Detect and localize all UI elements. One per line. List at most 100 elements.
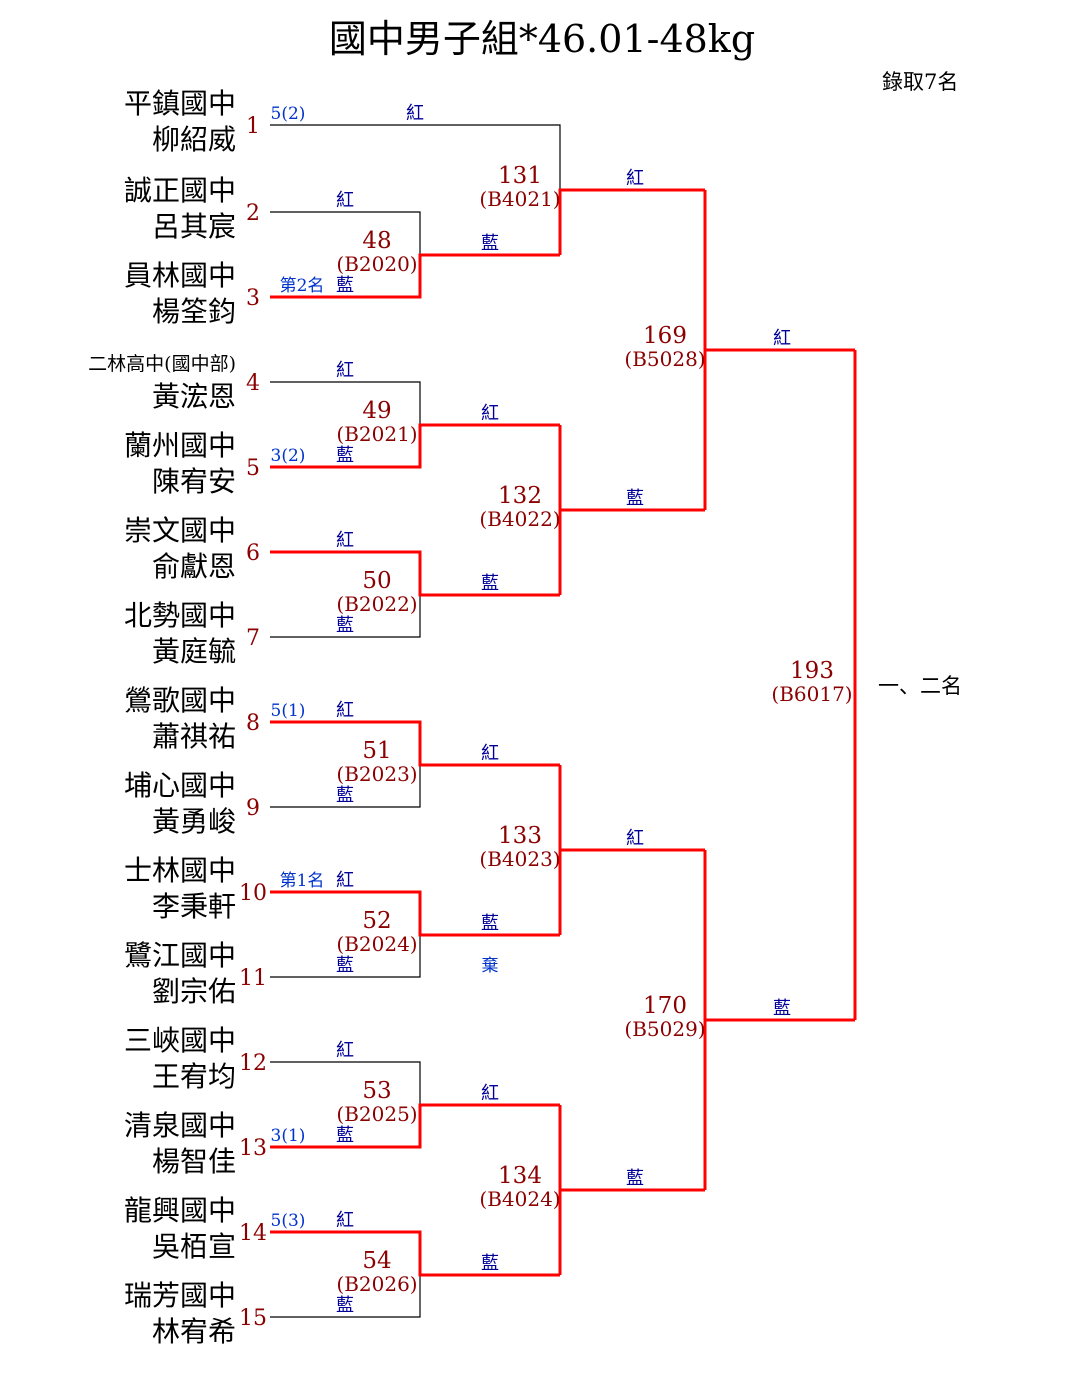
match-number: 49 <box>362 398 391 424</box>
loser-path-line <box>270 765 421 808</box>
competitor-seed: 6 <box>246 541 260 566</box>
competitor-8: 鶯歌國中 蕭祺祐 8 5(1) 紅 <box>124 684 354 753</box>
competitor-name: 柳紹威 <box>152 123 236 156</box>
competitor-4: 二林高中(國中部) 黃浤恩 4 紅 <box>88 353 354 413</box>
corner-label: 紅 <box>626 828 644 849</box>
match-code: (B4024) <box>479 1187 560 1211</box>
competitor-seed: 13 <box>239 1136 267 1161</box>
winner-path-line <box>558 188 705 255</box>
qualifier-note: 錄取7名 <box>882 70 958 94</box>
competitor-rank-annotation: 5(1) <box>271 701 306 721</box>
match-number: 48 <box>362 228 391 254</box>
corner-label: 藍 <box>336 1125 354 1146</box>
match-code: (B2025) <box>336 1102 417 1126</box>
competitor-school: 三峽國中 <box>124 1024 236 1057</box>
competitor-rank-annotation: 5(2) <box>271 104 306 124</box>
corner-label: 藍 <box>481 913 499 934</box>
match-132: 132 (B4022) 藍 <box>479 425 705 595</box>
loser-path-line <box>270 124 561 190</box>
corner-label: 紅 <box>336 530 354 551</box>
corner-label: 藍 <box>481 573 499 594</box>
match-code: (B2023) <box>336 762 417 786</box>
match-number: 169 <box>643 323 687 349</box>
corner-label: 紅 <box>481 743 499 764</box>
corner-label: 紅 <box>406 103 424 124</box>
competitor-6: 崇文國中 俞獻恩 6 紅 <box>124 514 354 583</box>
match-code: (B4022) <box>479 507 560 531</box>
corner-label: 紅 <box>626 168 644 189</box>
corner-label: 紅 <box>481 403 499 424</box>
winner-path-line <box>270 550 560 597</box>
winner-path-line <box>270 720 560 767</box>
winner-path-line <box>558 425 705 595</box>
corner-label: 藍 <box>336 1295 354 1316</box>
match-number: 50 <box>362 568 391 594</box>
competitor-3: 員林國中 楊筌鈞 3 第2名 藍 <box>124 259 354 328</box>
match-193: 193 (B6017) 一、二名 <box>771 350 962 1020</box>
competitor-9: 埔心國中 黃勇峻 9 藍 <box>124 769 354 838</box>
match-number: 54 <box>362 1248 391 1274</box>
match-code: (B2024) <box>336 932 417 956</box>
corner-label: 紅 <box>481 1083 499 1104</box>
match-code: (B2022) <box>336 592 417 616</box>
competitor-12: 三峽國中 王宥均 12 紅 <box>124 1024 354 1093</box>
competitor-name: 劉宗佑 <box>152 975 236 1008</box>
competitor-school: 平鎮國中 <box>124 87 236 120</box>
match-code: (B4021) <box>479 187 560 211</box>
corner-label: 藍 <box>773 998 791 1019</box>
loser-path-line <box>270 1061 421 1105</box>
competitor-2: 誠正國中 呂其宸 2 紅 <box>124 174 354 243</box>
match-131: 131 (B4021) 紅 <box>270 124 705 255</box>
competitor-name: 蕭祺祐 <box>152 720 236 753</box>
competitor-school: 二林高中(國中部) <box>88 353 236 375</box>
competitor-name: 俞獻恩 <box>152 550 236 583</box>
competitor-seed: 5 <box>246 456 260 481</box>
competitor-name: 黃浤恩 <box>152 380 236 413</box>
competitor-seed: 15 <box>239 1306 267 1331</box>
competitor-seed: 7 <box>246 626 260 651</box>
competitor-school: 鷺江國中 <box>124 939 236 972</box>
match-code: (B5028) <box>624 347 705 371</box>
competitor-seed: 12 <box>239 1051 267 1076</box>
competitor-seed: 2 <box>246 201 260 226</box>
competitor-15: 瑞芳國中 林宥希 15 藍 <box>124 1279 354 1348</box>
competitor-school: 蘭州國中 <box>124 429 236 462</box>
competitor-school: 清泉國中 <box>124 1109 236 1142</box>
match-code: (B5029) <box>624 1017 705 1041</box>
competitor-school: 北勢國中 <box>124 599 236 632</box>
competitor-seed: 14 <box>239 1221 267 1246</box>
match-number: 51 <box>362 738 391 764</box>
forfeit-label: 棄 <box>482 956 499 976</box>
winner-path-line <box>703 190 855 510</box>
match-code: (B4023) <box>479 847 560 871</box>
competitor-name: 呂其宸 <box>152 210 236 243</box>
match-number: 131 <box>498 163 542 189</box>
winner-path-line <box>270 890 560 937</box>
competitor-seed: 11 <box>239 966 267 991</box>
competitor-seed: 1 <box>246 114 260 139</box>
corner-label: 藍 <box>336 445 354 466</box>
competitor-11: 鷺江國中 劉宗佑 11 藍 棄 <box>124 939 499 1008</box>
corner-label: 藍 <box>626 488 644 509</box>
competitor-school: 龍興國中 <box>124 1194 236 1227</box>
competitor-rank-annotation: 3(1) <box>271 1126 306 1146</box>
competitor-name: 陳宥安 <box>152 465 236 498</box>
match-170: 170 (B5029) 藍 <box>624 850 855 1190</box>
competitor-name: 黃庭毓 <box>152 635 236 668</box>
match-133: 133 (B4023) 紅 <box>479 765 705 935</box>
competitor-seed: 4 <box>246 371 260 396</box>
competitor-1: 平鎮國中 柳紹威 1 5(2) 紅 <box>124 87 424 156</box>
competitor-name: 黃勇峻 <box>152 805 236 838</box>
match-50: 50 (B2022) 藍 <box>270 550 560 638</box>
match-code: (B2020) <box>336 252 417 276</box>
competitor-5: 蘭州國中 陳宥安 5 3(2) 藍 <box>124 429 354 498</box>
competitor-rank-annotation: 5(3) <box>271 1211 306 1231</box>
competitor-school: 崇文國中 <box>124 514 236 547</box>
winner-path-line <box>558 765 705 935</box>
corner-label: 紅 <box>336 870 354 891</box>
corner-label: 藍 <box>481 233 499 254</box>
competitor-school: 誠正國中 <box>124 174 236 207</box>
match-code: (B6017) <box>771 682 852 706</box>
winner-path-line <box>270 253 560 299</box>
